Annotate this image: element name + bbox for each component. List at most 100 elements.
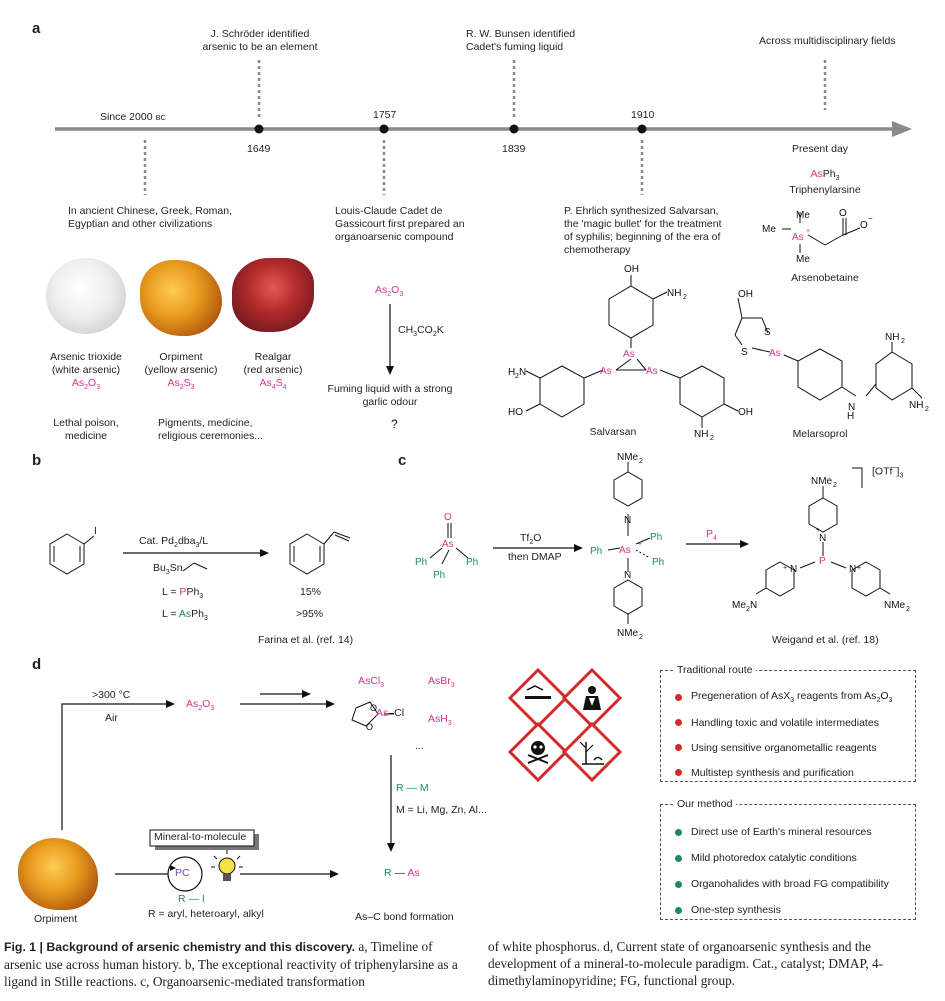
svg-text:Ph: Ph <box>466 557 478 568</box>
svg-text:N: N <box>819 533 826 544</box>
panel-b-ref: Farina et al. (ref. 14) <box>258 634 354 646</box>
event-ehrlich-line2: the 'magic bullet' for the treatment <box>564 218 722 230</box>
svg-text:N: N <box>624 515 631 526</box>
svg-text:N: N <box>519 367 526 378</box>
svg-text:OH: OH <box>738 407 753 418</box>
cadet-start: As2O3 <box>375 284 404 299</box>
svg-text:+: + <box>806 228 810 235</box>
red-bullet-icon <box>675 719 682 726</box>
svg-text:NH: NH <box>885 332 899 343</box>
svg-text:2: 2 <box>683 294 687 301</box>
svg-text:−: − <box>868 214 873 223</box>
arsenobetaine-label: Arsenobetaine <box>791 272 859 284</box>
panel-c-ref: Weigand et al. (ref. 18) <box>772 634 879 646</box>
year-present: Present day <box>792 143 849 155</box>
event-bunsen-line1: R. W. Bunsen identified <box>466 28 576 40</box>
green-bullet-icon <box>675 906 682 914</box>
svg-text:Ph: Ph <box>652 557 664 568</box>
svg-text:N: N <box>849 564 856 575</box>
hazard-corrosive-icon <box>507 667 569 729</box>
panel-b-yield-2: >95% <box>296 608 324 620</box>
svg-text:O: O <box>366 722 373 732</box>
panel-d-ash3: AsH3 <box>428 713 452 728</box>
panel-c-p4: P4 <box>706 528 717 543</box>
figure-caption-left: Fig. 1 | Background of arsenic chemistry… <box>4 939 458 989</box>
panel-d-ascl-ester: As–Cl <box>376 707 405 719</box>
svg-text:2: 2 <box>925 406 929 413</box>
triphenylarsine-label: Triphenylarsine <box>789 184 861 196</box>
method-item: One-step synthesis <box>675 897 915 923</box>
panel-d-bond: As–C bond formation <box>355 911 454 923</box>
event-bunsen-line2: Cadet's fuming liquid <box>466 41 564 53</box>
use-1-line1: Lethal poison, <box>53 417 119 429</box>
panel-d-asbr3: AsBr3 <box>428 675 455 690</box>
panel-b-ligand-asph3: L = AsPh3 <box>162 608 208 623</box>
cadet-reagent: CH3CO2K <box>398 324 444 339</box>
use-2-line2: religious ceremonies... <box>158 430 264 442</box>
svg-text:As: As <box>442 539 454 550</box>
svg-text:N: N <box>624 570 631 581</box>
panel-c-counterion: [OTf−]3 <box>872 465 904 480</box>
orpiment-image <box>140 260 222 336</box>
svg-text:2: 2 <box>833 482 837 489</box>
panel-b-ligand-pph3: L = PPh3 <box>162 586 204 601</box>
our-method-box: Our method Direct use of Earth's mineral… <box>660 798 916 923</box>
svg-text:H: H <box>508 367 515 378</box>
svg-text:NH: NH <box>909 400 923 411</box>
traditional-item: Pregeneration of AsX3 reagents from As2O… <box>675 685 915 710</box>
panel-d-air: Air <box>105 712 118 724</box>
year-1649: 1649 <box>247 143 271 155</box>
panel-d-mineral-to-molecule: Mineral-to-molecule <box>154 831 247 843</box>
svg-text:+: + <box>783 565 787 572</box>
traditional-item: Handling toxic and volatile intermediate… <box>675 710 915 735</box>
svg-text:Me: Me <box>732 600 746 611</box>
timeline-dot-1649 <box>254 124 264 134</box>
use-1-line2: medicine <box>64 430 108 442</box>
timeline-dot-1757 <box>379 124 389 134</box>
cadet-question: ? <box>391 417 398 431</box>
panel-d-dots: ... <box>415 740 424 752</box>
year-1839: 1839 <box>502 143 526 155</box>
event-cadet-line3: organoarsenic compound <box>335 231 454 243</box>
melarsoprol-structure <box>734 297 923 401</box>
year-1910: 1910 <box>631 109 655 121</box>
svg-text:N: N <box>790 564 797 575</box>
mineral-3: Realgar(red arsenic) As4S4 <box>243 351 303 392</box>
panel-d-ri: R — I <box>178 893 205 905</box>
svg-text:As: As <box>792 232 804 243</box>
realgar-image <box>232 258 314 332</box>
svg-text:Ph: Ph <box>433 570 445 581</box>
cadet-product-line1: Fuming liquid with a strong <box>327 383 453 395</box>
svg-text:NMe: NMe <box>811 476 833 487</box>
orpiment-photo <box>18 838 98 910</box>
panel-b-label: b <box>32 452 42 469</box>
svg-text:P: P <box>819 556 826 567</box>
svg-text:2: 2 <box>515 373 519 380</box>
traditional-item: Using sensitive organometallic reagents <box>675 735 915 760</box>
timeline-dot-1839 <box>509 124 519 134</box>
hazard-health-icon <box>561 667 623 729</box>
svg-text:O: O <box>860 220 868 231</box>
panel-c-reagent-dmap: then DMAP <box>508 551 562 563</box>
svg-text:NMe: NMe <box>617 628 639 639</box>
svg-text:As: As <box>646 366 658 377</box>
svg-text:Me: Me <box>762 224 776 235</box>
panel-d-ascl3: AsCl3 <box>358 675 385 690</box>
timeline-arrowhead <box>892 121 912 137</box>
svg-text:NMe: NMe <box>617 452 639 463</box>
svg-text:+: + <box>638 541 642 548</box>
panel-d-ras: R — As <box>384 867 420 879</box>
svg-text:H: H <box>847 411 854 422</box>
green-bullet-icon <box>675 854 682 862</box>
svg-text:2: 2 <box>746 606 750 613</box>
timeline-dot-1910 <box>637 124 647 134</box>
svg-text:Me: Me <box>796 254 810 265</box>
svg-text:2: 2 <box>906 606 910 613</box>
svg-text:HO: HO <box>508 407 523 418</box>
panel-b-catalyst: Cat. Pd2dba3/L <box>139 535 209 550</box>
traditional-route-title: Traditional route <box>673 664 757 676</box>
svg-text:O: O <box>444 512 452 523</box>
svg-text:Me: Me <box>796 210 810 221</box>
green-bullet-icon <box>675 880 682 888</box>
